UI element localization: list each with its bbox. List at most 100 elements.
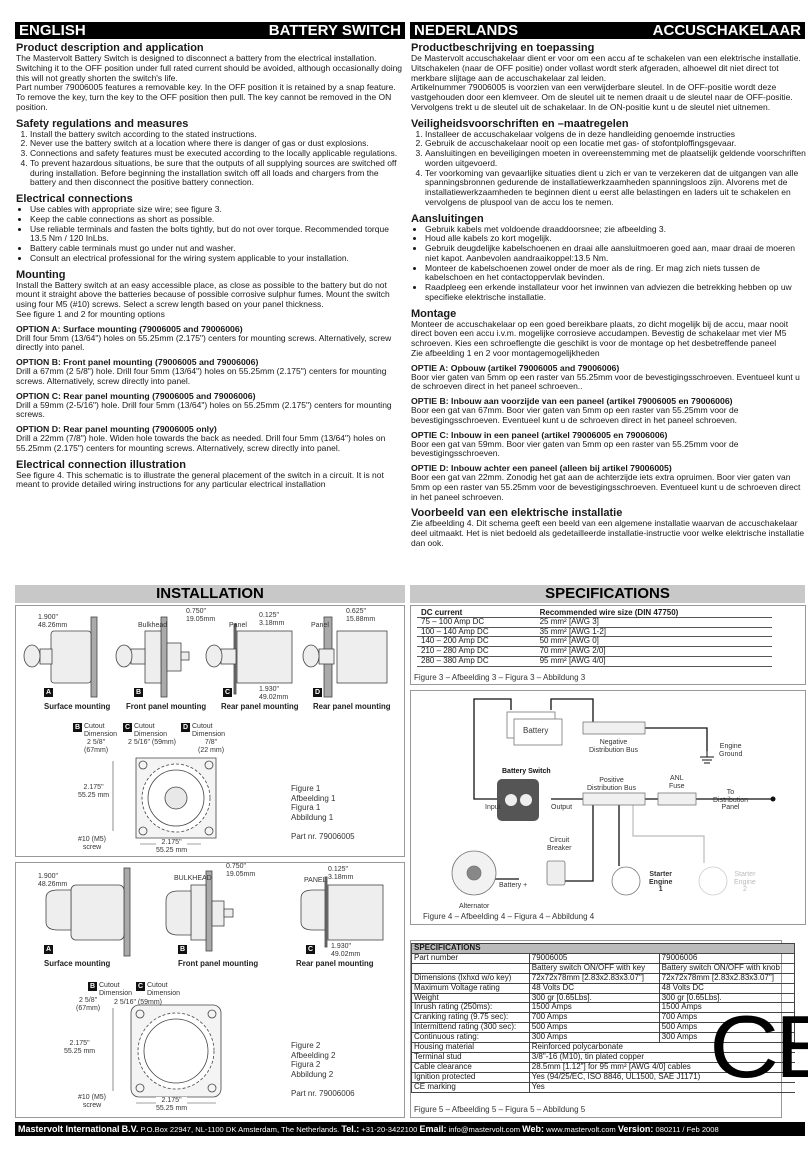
caption: Front panel mounting [126, 702, 207, 711]
bulkhead-label: Bulkhead [138, 622, 168, 629]
paragraph: Drill a 22mm (7/8") hole. Widen hole tow… [16, 433, 386, 453]
table-cell: Weight [411, 992, 530, 1004]
option-heading: OPTION A: Surface mounting (79006005 and… [16, 323, 243, 334]
table-cell: Inrush rating (250ms): [411, 1002, 530, 1014]
positive-bus-label: Positive Distribution Bus [587, 777, 637, 792]
heading: Voorbeeld van een elektrische installati… [411, 507, 623, 520]
anl-fuse-label: ANL Fuse [669, 775, 685, 790]
list-item: Never use the battery switch at a locati… [30, 138, 406, 149]
heading: Product description and application [16, 42, 204, 54]
dimension-label: 2.175" 55.25 mm [78, 784, 110, 799]
option-badge: A [44, 945, 53, 954]
table-cell: 300 Amps [528, 1032, 660, 1044]
circuit-breaker-label: Circuit Breaker [547, 837, 572, 852]
alternator-label: Alternator [459, 903, 490, 910]
table-cell: 72x72x78mm [2.83x2.83x3.07"] [528, 972, 660, 984]
option-badge: C [136, 982, 145, 991]
table-cell: 700 Amps [528, 1012, 660, 1024]
cutout-label: Cutout Dimension [147, 982, 181, 997]
caption: Rear panel mounting [221, 702, 299, 711]
dimension-label: 2 5/16" (59mm) [128, 739, 177, 746]
web-label: Web: [522, 1124, 544, 1134]
paragraph: Drill four 5mm (13/64") holes on 55.25mm… [16, 332, 392, 353]
table-cell: Part number [411, 952, 530, 964]
company-suffix: B.V. [121, 1124, 139, 1134]
table-cell: Battery switch ON/OFF with knob [658, 962, 796, 974]
table-cell: CE marking [411, 1081, 530, 1093]
table-cell: 79006005 [528, 952, 660, 964]
paragraph: Boor een gat van 22mm. Zonodig het gat a… [411, 472, 801, 502]
output-label: Output [551, 804, 573, 811]
table-cell: 75 – 100 Amp DC [417, 617, 536, 628]
bulkhead-label: BULKHEAD [174, 875, 212, 882]
list-item: Install the battery switch according to … [30, 129, 406, 140]
list-item: Consult an electrical professional for t… [30, 253, 406, 264]
heading: Mounting [16, 268, 66, 281]
figure-1: 1.900" 48.26mm Bulkhead 0.750" 19.05mm P… [15, 605, 405, 857]
table-cell: Yes [528, 1081, 795, 1093]
paragraph: De Mastervolt accuschakelaar dient er vo… [411, 53, 801, 83]
table-cell [411, 962, 530, 974]
input-label: Input [485, 804, 501, 811]
heading: Electrical connections [16, 193, 133, 205]
option-heading: OPTIE A: Opbouw (artikel 79006005 and 79… [411, 362, 620, 373]
lang-label: NEDERLANDS [414, 22, 519, 39]
footer: Mastervolt International B.V. P.O.Box 22… [15, 1122, 805, 1136]
table-cell: 210 – 280 Amp DC [417, 646, 536, 657]
tel-label: Tel.: [341, 1124, 360, 1134]
email-link[interactable]: info@mastervolt.com [448, 1125, 521, 1134]
battery-plus-label: Battery + [499, 882, 528, 889]
paragraph: Drill a 67mm (2 5/8") hole. Drill four 5… [16, 366, 387, 386]
connections-list: Use cables with appropriate size wire; s… [16, 204, 406, 264]
paragraph: The Mastervolt Battery Switch is designe… [16, 53, 403, 83]
paragraph: See figure 1 and 2 for mounting options [16, 308, 165, 319]
table-cell: 72x72x78mm [2.83x2.83x3.07"] [658, 972, 796, 984]
list-item: Monteer de kabelschoenen zowel onder de … [425, 263, 806, 284]
option-heading: OPTION C: Rear panel mounting (79006005 … [16, 390, 256, 401]
cutout-label: Cutout Dimension [192, 723, 226, 738]
figure-4: Battery Negative Distribution Bus Engine… [410, 690, 806, 925]
table-cell: Cable clearance [411, 1061, 530, 1073]
safety-list: Installeer de accuschakelaar volgens de … [411, 129, 806, 208]
battery-switch-label: Battery Switch [502, 768, 551, 775]
column-header: DC current [417, 608, 536, 618]
panel-label: Panel [229, 622, 247, 629]
heading: Aansluitingen [411, 212, 484, 225]
table-cell: 48 Volts DC [528, 982, 660, 994]
option-badge: C [123, 723, 132, 732]
dimension-label: 1.900" 48.26mm [38, 614, 68, 629]
caption: Surface mounting [44, 959, 111, 968]
table-cell: 35 mm² [AWG 1-2] [535, 627, 772, 638]
screw-label: #10 (M5) screw [78, 1094, 107, 1109]
option-heading: OPTION D: Rear panel mounting (79006005 … [16, 424, 217, 434]
table-cell: Ignition protected [411, 1071, 530, 1083]
option-badge: B [88, 982, 97, 991]
table-cell: 25 mm² [AWG 3] [535, 617, 772, 628]
list-item: Use cables with appropriate size wire; s… [30, 204, 406, 215]
list-item: Aansluitingen en beveiligingen moeten in… [425, 148, 806, 169]
connections-list: Gebruik kabels met voldoende draaddoorsn… [411, 224, 806, 303]
caption: Front panel mounting [178, 959, 259, 968]
figure-2-drawing [45, 867, 384, 1104]
distribution-panel-label: To Distribution Panel [713, 789, 749, 811]
dimension-label: 2 5/8" (67mm) [84, 739, 109, 754]
table-cell: 95 mm² [AWG 4/0] [535, 656, 772, 667]
table-cell: 140 – 200 Amp DC [417, 637, 536, 648]
screw-label: #10 (M5) screw [78, 836, 107, 851]
list-item: Connections and safety features must be … [30, 148, 406, 159]
dimension-label: 0.750" 19.05mm [226, 863, 256, 878]
dimension-label: 0.125" 3.18mm [328, 866, 354, 881]
paragraph: Install the Battery switch at an easy ac… [16, 279, 390, 309]
option-badge: B [73, 723, 82, 732]
